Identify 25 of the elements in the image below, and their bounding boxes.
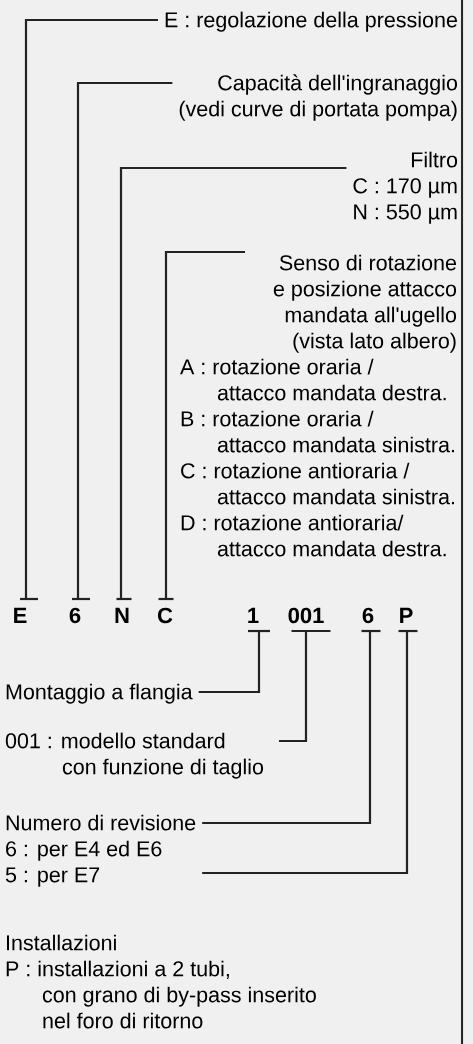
code-description: Montaggio a flangia bbox=[6, 683, 193, 704]
note-text: P : installazioni a 2 tubi, con grano di by-pass inserito nel foro di ritorno bbox=[6, 960, 316, 1029]
leader-line bbox=[164, 250, 245, 599]
leader-line bbox=[119, 166, 347, 599]
code-description: Filtro C : 170 µm N : 550 µm bbox=[353, 151, 458, 224]
code-segment: P bbox=[398, 607, 418, 633]
leader-line bbox=[202, 631, 372, 825]
code-description: E : regolazione della pressione bbox=[165, 11, 457, 32]
code-description: 001 : modello standard con funzione di taglio bbox=[5, 732, 264, 779]
leader-line bbox=[24, 18, 158, 599]
leader-line bbox=[76, 81, 173, 599]
code-description: Numero di revisione 6 : per E4 ed E6 5 : per E7 bbox=[5, 814, 196, 887]
code-segment: 6 bbox=[361, 607, 381, 633]
code-segment: 001 bbox=[288, 607, 331, 633]
code-segment: E bbox=[14, 597, 38, 623]
code-segment: 1 bbox=[248, 607, 270, 633]
code-segment: C bbox=[157, 597, 174, 624]
code-description: Capacità dell'ingranaggio (vedi curve di portata pompa) bbox=[179, 74, 457, 121]
code-segment: N bbox=[115, 597, 132, 623]
leader-line bbox=[198, 631, 261, 694]
code-description: Senso di rotazione e posizione attacco mandata all'ugello (vista lato albero) A : rotazione oraria / attacco mandata destra. B : rotazione oraria / attacco mandata sinistra. C : rotazione antioraria / attacco mandata sinistra. D : rotazione antioraria/ attacco mandata destra. bbox=[180, 254, 457, 557]
leader-line bbox=[279, 631, 308, 743]
leader-line bbox=[202, 631, 409, 875]
code-segment: 6 bbox=[69, 597, 90, 624]
note-text: Installazioni bbox=[7, 934, 116, 951]
